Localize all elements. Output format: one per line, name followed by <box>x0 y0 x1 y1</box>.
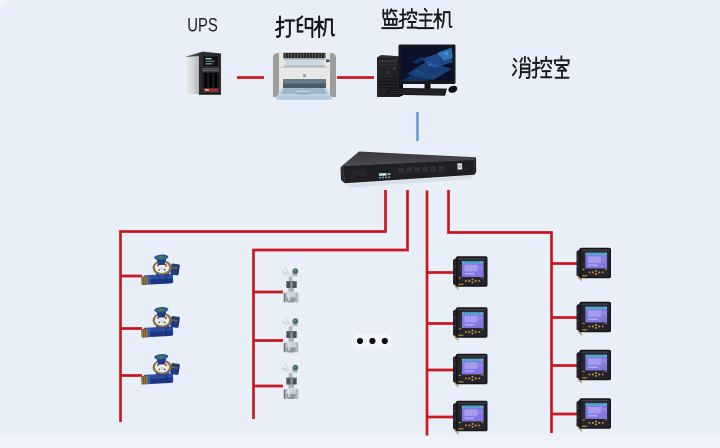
svg-text:UPS: UPS <box>187 15 218 37</box>
